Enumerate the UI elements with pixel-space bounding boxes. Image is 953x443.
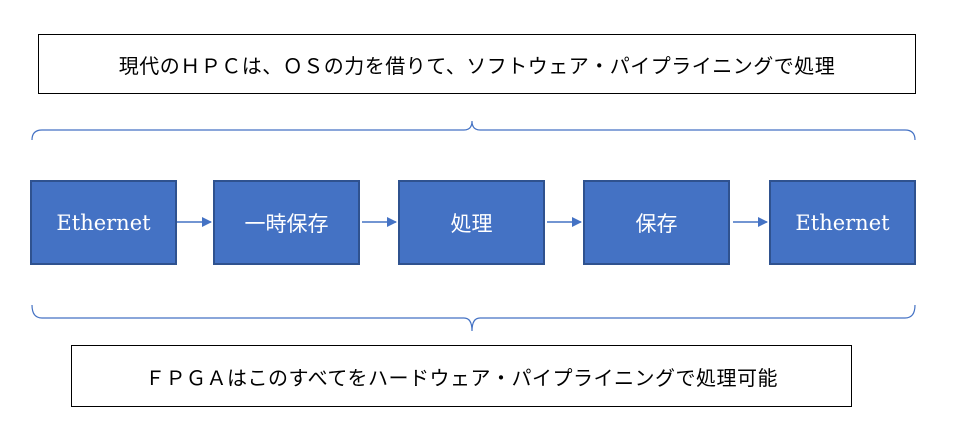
step-temp-storage: 一時保存	[213, 180, 360, 265]
step-label: 一時保存	[244, 211, 329, 236]
step-storage: 保存	[583, 180, 730, 265]
step-label: Ethernet	[795, 210, 890, 235]
hpc-description-box: 現代のＨＰＣは、ＯＳの力を借りて、ソフトウェア・パイプライニングで処理	[38, 34, 916, 94]
step-ethernet-in: Ethernet	[30, 180, 177, 265]
bottom-brace	[31, 304, 916, 332]
step-ethernet-out: Ethernet	[769, 180, 916, 265]
fpga-description-box: ＦＰＧＡはこのすべてをハードウェア・パイプライニングで処理可能	[71, 345, 852, 407]
step-label: Ethernet	[56, 210, 151, 235]
step-label: 保存	[635, 211, 678, 236]
step-processing: 処理	[398, 180, 545, 265]
top-brace	[31, 120, 916, 141]
hpc-description-text: 現代のＨＰＣは、ＯＳの力を借りて、ソフトウェア・パイプライニングで処理	[118, 53, 836, 78]
step-label: 処理	[450, 211, 493, 236]
fpga-description-text: ＦＰＧＡはこのすべてをハードウェア・パイプライニングで処理可能	[145, 365, 778, 390]
